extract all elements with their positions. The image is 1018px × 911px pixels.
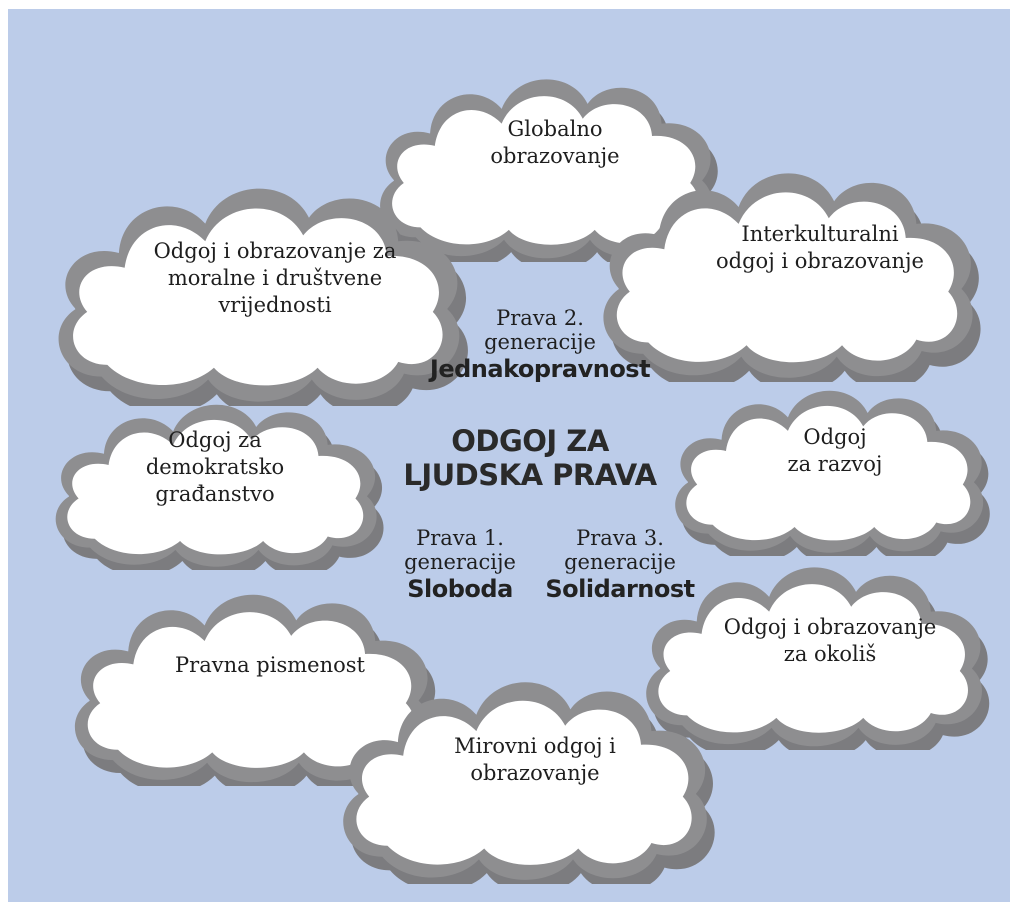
generation-second: Prava 2. generacije Jednakopravnost [420, 306, 660, 384]
cloud-label-intercultural: Interkulturalni odgoj i obrazovanje [716, 222, 924, 273]
cloud-label-development: Odgoj za razvoj [787, 425, 883, 476]
generation-first: Prava 1. generacije Sloboda [380, 526, 540, 604]
generation-third-label: Prava 3. [576, 526, 664, 550]
generation-first-label: Prava 1. [416, 526, 504, 550]
cloud-label-global: Globalno obrazovanje [490, 117, 620, 168]
cloud-label-environment: Odgoj i obrazovanje za okoliš [723, 615, 937, 666]
generation-second-sub: generacije [484, 330, 596, 354]
generation-first-sub: generacije [404, 550, 516, 574]
center-title: ODGOJ ZA LJUDSKA PRAVA [403, 424, 657, 492]
generation-third-keyword: Solidarnost [545, 575, 695, 603]
generation-second-keyword: Jednakopravnost [429, 355, 651, 383]
generation-first-keyword: Sloboda [407, 575, 513, 603]
cloud-label-moral: Odgoj i obrazovanje za moralne i društve… [153, 239, 397, 317]
cloud-label-democratic: Odgoj za demokratsko građanstvo [145, 428, 285, 506]
generation-third-sub: generacije [564, 550, 676, 574]
cloud-label-legal: Pravna pismenost [175, 653, 365, 677]
cloud-label-peace: Mirovni odgoj i obrazovanje [454, 734, 616, 785]
generation-second-label: Prava 2. [496, 306, 584, 330]
generation-third: Prava 3. generacije Solidarnost [540, 526, 700, 604]
